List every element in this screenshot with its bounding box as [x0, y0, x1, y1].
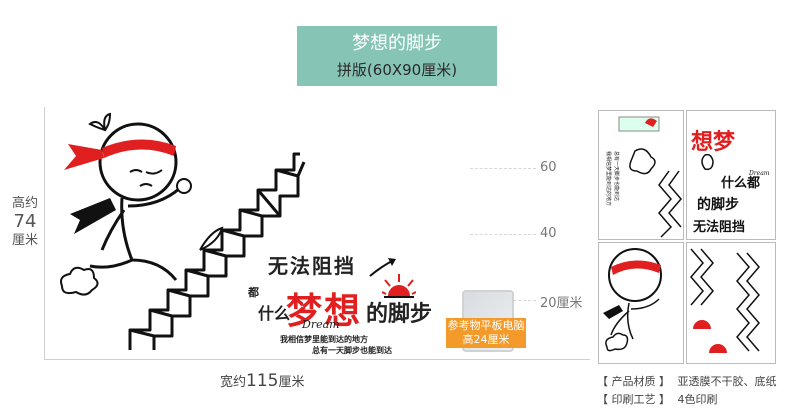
product-subtitle: 拼版(60X90厘米) [336, 61, 458, 79]
width-label: 宽约115厘米 [220, 371, 304, 391]
sheet-thumbnail-bottom-left [598, 242, 684, 364]
print-label: 【 印刷工艺 】 [597, 393, 670, 406]
svg-text:我相信梦里能到达的地方: 我相信梦里能到达的地方 [605, 151, 612, 206]
dream-english-text: Dream [302, 318, 340, 331]
slogan-small-du: 都 [248, 286, 259, 299]
print-value: 4色印刷 [677, 393, 718, 406]
slogan-small-shenme: 什么 [258, 304, 291, 323]
product-title: 梦想的脚步 [352, 33, 442, 54]
slogan-dream-big: 梦想 [286, 290, 363, 332]
dim-mark-20: 20厘米 [540, 296, 583, 311]
staircase-illustration [128, 152, 306, 350]
material-value: 亚透膜不干胶、底纸 [677, 375, 777, 388]
width-unit: 厘米 [278, 375, 305, 390]
sticker-preview-frame [44, 107, 590, 360]
reference-tablet-label: 参考物平板电脑 高24厘米 [446, 318, 526, 348]
width-prefix: 宽约 [220, 375, 247, 390]
height-unit: 厘米 [12, 233, 39, 248]
stick-figure-illustration [60, 112, 224, 296]
dim-line-40 [470, 234, 536, 235]
material-info: 【 产品材质 】 亚透膜不干胶、底纸 [597, 373, 777, 389]
svg-text:总有一天脚步也能到达: 总有一天脚步也能到达 [613, 151, 620, 201]
svg-text:的脚步: 的脚步 [697, 196, 739, 213]
arrow-icon [369, 258, 396, 277]
height-prefix: 高约 [12, 196, 39, 211]
sheet-thumbnail-bottom-right [686, 242, 776, 364]
reference-line-1: 参考物平板电脑 [447, 319, 525, 332]
svg-text:什么都: 什么都 [721, 175, 760, 191]
svg-text:无法阻挡: 无法阻挡 [692, 219, 745, 235]
sheet-bottom-left-art [603, 248, 662, 352]
sheet-thumbnail-top-right: 想梦 什么都 的脚步 无法阻挡 Dream [686, 110, 776, 240]
product-title-box: 梦想的脚步 拼版(60X90厘米) [297, 26, 497, 86]
caption-line-1: 我相信梦里能到达的地方 [280, 335, 368, 344]
sheet-bottom-right-art [690, 248, 760, 353]
sheet-top-right-art: 想梦 什么都 的脚步 无法阻挡 Dream [691, 129, 770, 235]
sheet-thumbnail-top-left: 我相信梦里能到达的地方 总有一天脚步也能到达 [598, 110, 684, 240]
dim-mark-60: 60 [540, 160, 557, 175]
sun-icon [382, 274, 416, 298]
slogan-end: 的脚步 [366, 301, 433, 327]
svg-text:想梦: 想梦 [691, 129, 736, 155]
slogan-line-1: 无法阻挡 [268, 254, 356, 278]
caption-line-2: 总有一天脚步也能到达 [312, 346, 392, 355]
height-label: 高约 74 厘米 [12, 196, 38, 248]
svg-text:Dream: Dream [748, 170, 770, 177]
dim-mark-40: 40 [540, 226, 557, 241]
reference-line-2: 高24厘米 [462, 333, 510, 346]
sheet-top-left-art: 我相信梦里能到达的地方 总有一天脚步也能到达 [605, 116, 682, 238]
print-info: 【 印刷工艺 】 4色印刷 [597, 391, 718, 407]
material-label: 【 产品材质 】 [597, 375, 670, 388]
dim-line-60 [470, 168, 536, 169]
width-value: 115 [246, 371, 279, 391]
height-value: 74 [13, 211, 37, 232]
